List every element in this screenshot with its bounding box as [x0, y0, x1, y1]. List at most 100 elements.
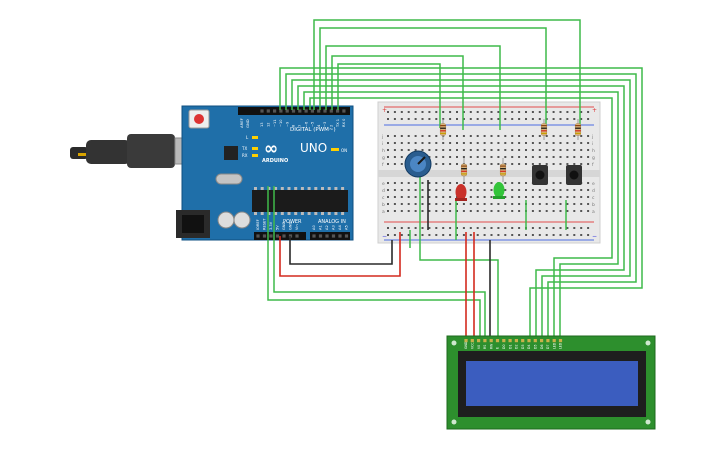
breadboard-hole[interactable]: [462, 156, 465, 158]
breadboard-hole[interactable]: [538, 118, 541, 120]
lcd-pin[interactable]: [533, 339, 537, 343]
breadboard-hole[interactable]: [449, 182, 452, 184]
breadboard-hole[interactable]: [449, 156, 452, 158]
breadboard-hole[interactable]: [580, 163, 583, 165]
breadboard-hole[interactable]: [573, 111, 576, 113]
breadboard-hole[interactable]: [393, 227, 396, 229]
breadboard-hole[interactable]: [497, 234, 500, 236]
breadboard-hole[interactable]: [456, 203, 458, 205]
breadboard-hole[interactable]: [531, 227, 534, 229]
breadboard-hole[interactable]: [538, 142, 541, 144]
breadboard-hole[interactable]: [538, 189, 541, 191]
breadboard-hole[interactable]: [387, 234, 389, 236]
breadboard-hole[interactable]: [587, 189, 590, 191]
breadboard-hole[interactable]: [497, 135, 500, 137]
breadboard-hole[interactable]: [559, 118, 562, 120]
breadboard-hole[interactable]: [469, 156, 472, 158]
breadboard-hole[interactable]: [518, 210, 521, 212]
breadboard-hole[interactable]: [442, 156, 445, 158]
header-pin[interactable]: [329, 109, 333, 113]
breadboard-hole[interactable]: [497, 142, 500, 144]
breadboard-hole[interactable]: [573, 142, 576, 144]
breadboard-hole[interactable]: [504, 149, 507, 151]
breadboard-hole[interactable]: [476, 189, 479, 191]
breadboard-hole[interactable]: [490, 118, 493, 120]
breadboard-hole[interactable]: [435, 135, 438, 137]
breadboard-hole[interactable]: [387, 149, 389, 151]
breadboard-hole[interactable]: [511, 227, 514, 229]
header-pin[interactable]: [344, 234, 349, 238]
breadboard-hole[interactable]: [435, 111, 438, 113]
breadboard-hole[interactable]: [531, 111, 534, 113]
breadboard-hole[interactable]: [387, 189, 389, 191]
breadboard-hole[interactable]: [580, 196, 583, 198]
breadboard-hole[interactable]: [476, 182, 479, 184]
breadboard-hole[interactable]: [497, 111, 500, 113]
lcd-pin[interactable]: [514, 339, 518, 343]
breadboard-hole[interactable]: [587, 156, 590, 158]
breadboard-hole[interactable]: [462, 118, 465, 120]
breadboard-hole[interactable]: [428, 203, 431, 205]
breadboard-hole[interactable]: [407, 189, 410, 191]
breadboard-hole[interactable]: [490, 227, 493, 229]
breadboard-hole[interactable]: [387, 111, 389, 113]
breadboard-hole[interactable]: [525, 156, 527, 158]
breadboard-hole[interactable]: [538, 234, 541, 236]
breadboard-hole[interactable]: [428, 210, 431, 212]
breadboard-hole[interactable]: [552, 163, 555, 165]
breadboard-hole[interactable]: [476, 156, 479, 158]
breadboard-hole[interactable]: [580, 210, 583, 212]
breadboard-hole[interactable]: [442, 111, 445, 113]
breadboard-hole[interactable]: [566, 156, 569, 158]
breadboard-hole[interactable]: [393, 234, 396, 236]
breadboard-hole[interactable]: [456, 135, 458, 137]
breadboard-hole[interactable]: [428, 118, 431, 120]
breadboard-hole[interactable]: [552, 111, 555, 113]
breadboard-hole[interactable]: [538, 156, 541, 158]
breadboard-hole[interactable]: [456, 118, 458, 120]
breadboard-hole[interactable]: [483, 210, 486, 212]
breadboard-hole[interactable]: [559, 227, 562, 229]
lcd-pin[interactable]: [464, 339, 468, 343]
breadboard-hole[interactable]: [559, 203, 562, 205]
breadboard-hole[interactable]: [442, 189, 445, 191]
breadboard-hole[interactable]: [497, 210, 500, 212]
breadboard-hole[interactable]: [476, 163, 479, 165]
breadboard-hole[interactable]: [442, 163, 445, 165]
header-pin[interactable]: [262, 234, 267, 238]
breadboard-hole[interactable]: [456, 210, 458, 212]
breadboard-hole[interactable]: [525, 135, 527, 137]
breadboard-hole[interactable]: [407, 196, 410, 198]
breadboard-hole[interactable]: [518, 135, 521, 137]
breadboard-hole[interactable]: [504, 227, 507, 229]
breadboard-hole[interactable]: [552, 182, 555, 184]
lcd-pin[interactable]: [558, 339, 563, 343]
breadboard-hole[interactable]: [400, 203, 403, 205]
breadboard-hole[interactable]: [435, 227, 438, 229]
breadboard-hole[interactable]: [545, 156, 548, 158]
breadboard-hole[interactable]: [449, 149, 452, 151]
breadboard-hole[interactable]: [525, 182, 527, 184]
breadboard-hole[interactable]: [428, 196, 431, 198]
breadboard-hole[interactable]: [435, 156, 438, 158]
breadboard-hole[interactable]: [559, 111, 562, 113]
breadboard-hole[interactable]: [559, 182, 562, 184]
breadboard-hole[interactable]: [490, 234, 493, 236]
breadboard-hole[interactable]: [587, 111, 590, 113]
breadboard-hole[interactable]: [421, 196, 424, 198]
breadboard-hole[interactable]: [504, 135, 507, 137]
breadboard-hole[interactable]: [400, 227, 403, 229]
breadboard-hole[interactable]: [428, 182, 431, 184]
breadboard-hole[interactable]: [387, 203, 389, 205]
lcd-pin[interactable]: [508, 339, 512, 343]
breadboard-hole[interactable]: [545, 189, 548, 191]
breadboard-hole[interactable]: [552, 189, 555, 191]
header-pin[interactable]: [323, 109, 327, 113]
breadboard-hole[interactable]: [483, 111, 486, 113]
breadboard-hole[interactable]: [442, 203, 445, 205]
breadboard-hole[interactable]: [469, 227, 472, 229]
breadboard-hole[interactable]: [400, 142, 403, 144]
breadboard-hole[interactable]: [393, 149, 396, 151]
breadboard-hole[interactable]: [407, 111, 410, 113]
breadboard-hole[interactable]: [518, 163, 521, 165]
